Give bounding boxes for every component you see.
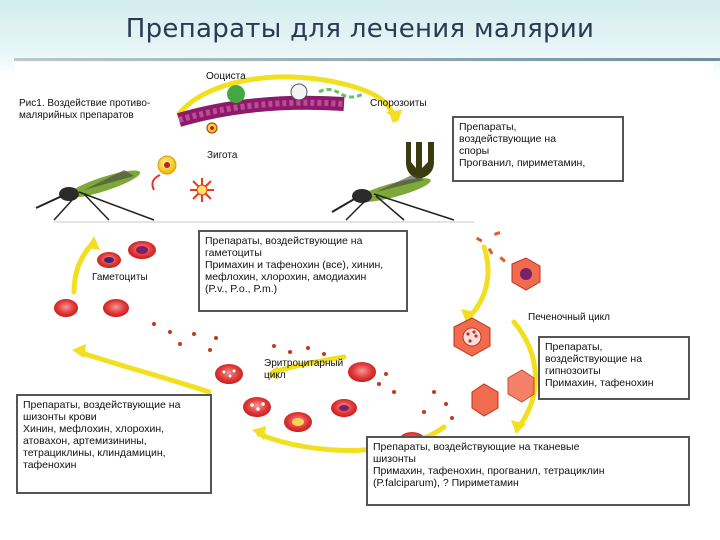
stomach-wall <box>177 83 364 134</box>
title-underline <box>14 58 720 61</box>
box-spore-drugs: Препараты, воздействующие на споры Прогв… <box>452 116 624 182</box>
liver-stage <box>453 231 541 417</box>
mosquito-left <box>35 170 155 221</box>
zygote-stage <box>151 155 214 202</box>
figure-caption: Рис1. Воздействие противо- малярийных пр… <box>19 98 151 121</box>
merozoite-dots <box>152 322 454 420</box>
gametocyte-cells <box>54 241 156 317</box>
label-liver-cycle: Печеночный цикл <box>528 312 610 323</box>
mosquito-right <box>331 174 455 221</box>
box-hypnozoite-drugs: Препараты, воздействующие на гипнозоиты … <box>538 336 690 400</box>
cycle-arrowheads <box>72 110 526 440</box>
oocyst-cell <box>227 85 245 103</box>
slide-title: Препараты для лечения малярии <box>125 14 595 44</box>
box-tissue-schizont-drugs: Препараты, воздействующие на тканевые ши… <box>366 436 690 506</box>
label-zygote: Зигота <box>207 150 238 161</box>
label-gametocytes: Гаметоциты <box>92 272 148 283</box>
diagram-panel: Рис1. Воздействие противо- малярийных пр… <box>14 62 714 540</box>
box-blood-schizont-drugs: Препараты, воздействующие на шизонты кро… <box>16 394 212 494</box>
label-sporozoites: Спорозоиты <box>370 98 427 109</box>
oocyst-mature <box>290 83 308 101</box>
box-gametocyte-drugs: Препараты, воздействующие на гаметоциты … <box>198 230 408 312</box>
label-oocyst: Ооциста <box>206 71 246 82</box>
label-erythrocytic-cycle: Эритроцитарный цикл <box>264 358 344 381</box>
